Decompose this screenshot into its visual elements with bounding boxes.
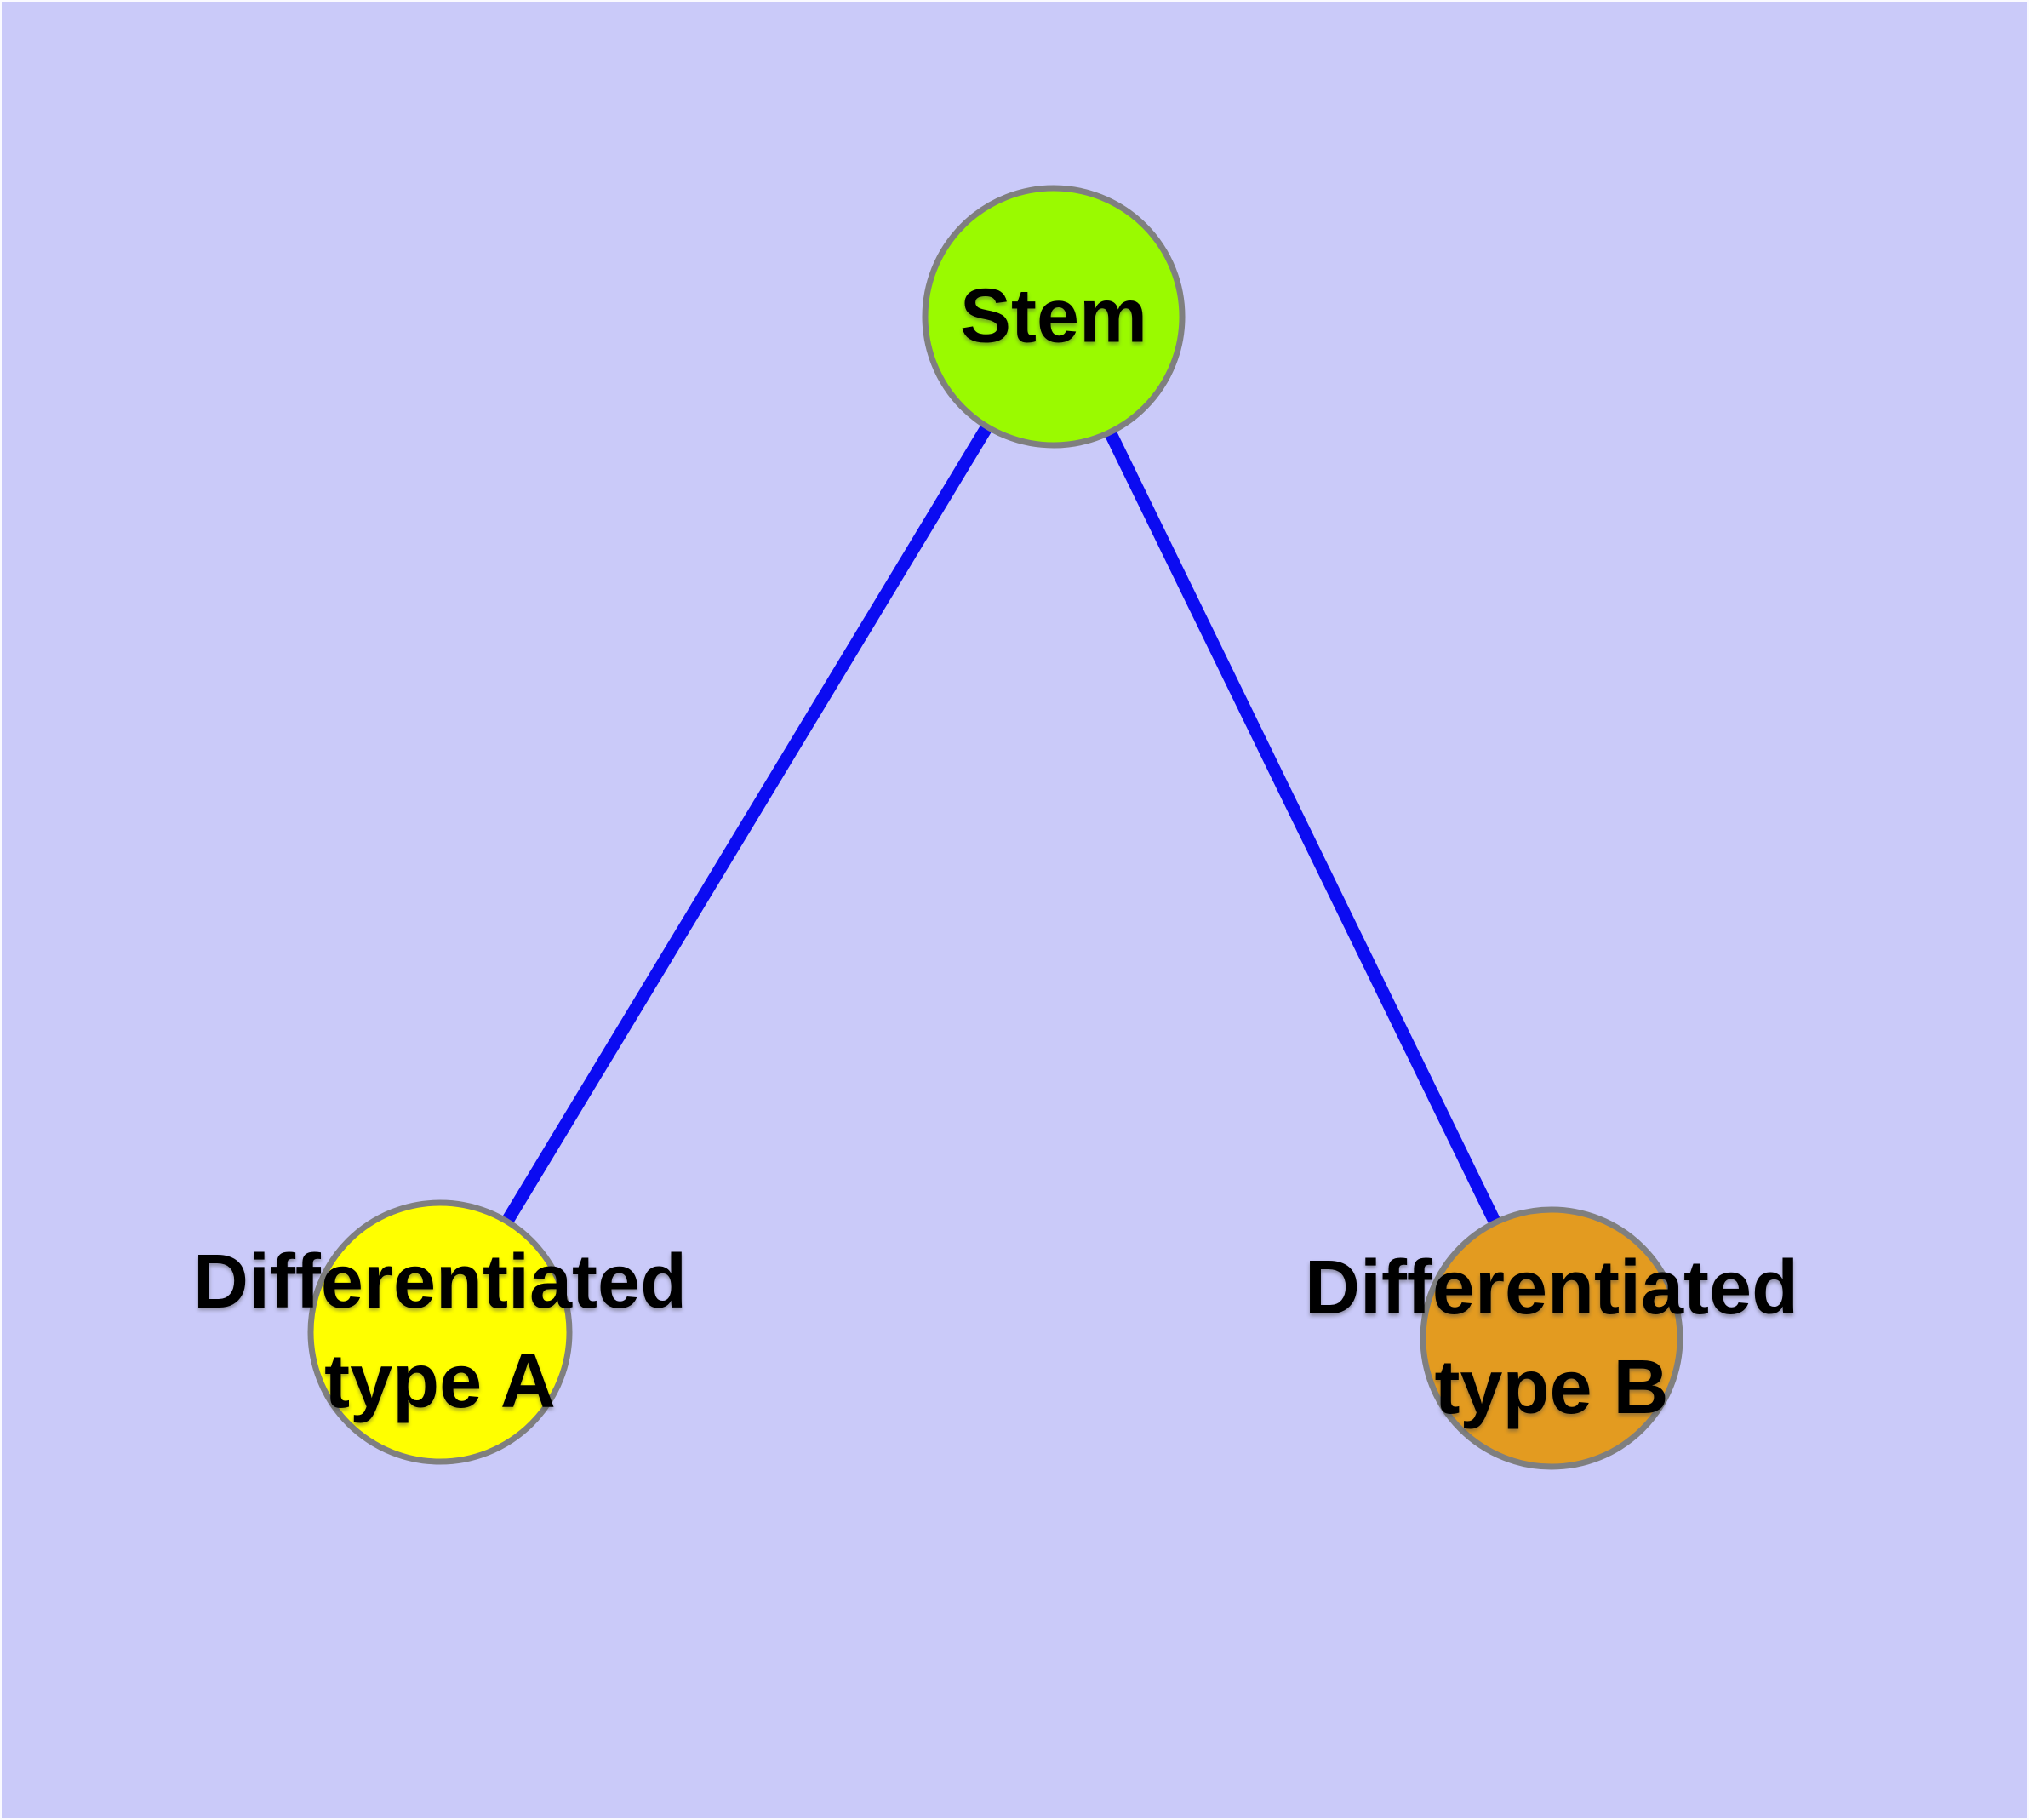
node-label-line: Differentiated (192, 1239, 688, 1325)
edge-stem-to-type-a (434, 313, 1060, 1336)
node-stem[interactable] (922, 185, 1186, 449)
node-label-line: type B (1434, 1345, 1669, 1430)
node-label-type-a[interactable]: Differentiated type A (193, 1233, 687, 1432)
node-type-b[interactable] (1420, 1206, 1683, 1470)
node-label-stem[interactable]: Stem (960, 267, 1147, 367)
node-label-line: Differentiated (1304, 1245, 1799, 1331)
node-label-type-b[interactable]: Differentiated type B (1305, 1239, 1798, 1438)
edge-stem-to-type-b (1048, 313, 1557, 1342)
node-label-line: type A (324, 1339, 556, 1424)
node-label-line: Stem (959, 273, 1148, 359)
node-type-a[interactable] (307, 1199, 573, 1465)
